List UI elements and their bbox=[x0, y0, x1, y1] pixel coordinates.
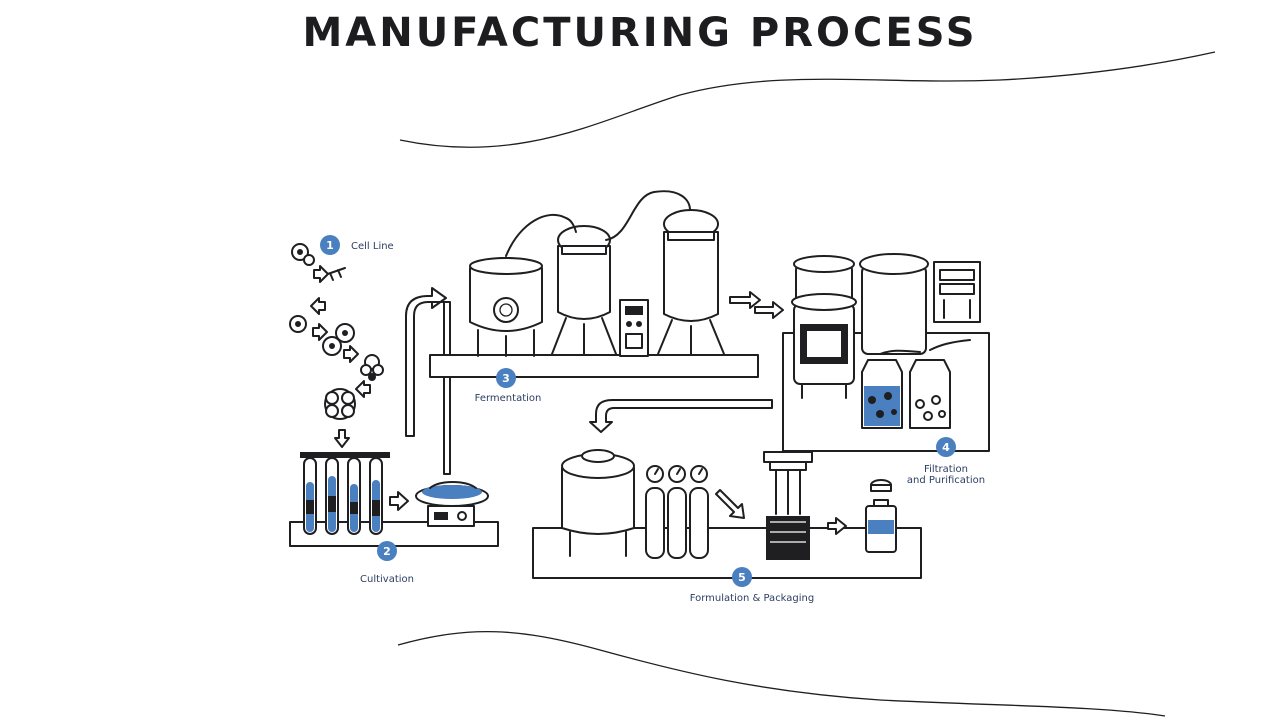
step-label-cultivation: Cultivation bbox=[360, 574, 414, 585]
step-number-2: 2 bbox=[383, 545, 391, 558]
step-marker-5: 5 bbox=[732, 567, 752, 587]
formulation-arrow-1 bbox=[715, 489, 745, 519]
page-title: MANUFACTURING PROCESS bbox=[302, 10, 978, 56]
step-label-fermentation: Fermentation bbox=[475, 393, 542, 404]
step-number-4: 4 bbox=[942, 441, 950, 454]
filtration-tank-icon bbox=[791, 253, 929, 399]
vial-icon bbox=[865, 479, 897, 553]
gas-cylinder-icon bbox=[645, 487, 709, 559]
shaker-plate-icon bbox=[415, 481, 489, 527]
step-marker-1: 1 bbox=[320, 235, 340, 255]
fermentation-to-filtration-arrow bbox=[729, 291, 761, 309]
fermentation-bench bbox=[429, 354, 759, 378]
step-label-cell-line: Cell Line bbox=[351, 241, 394, 252]
mixing-tank-icon bbox=[561, 449, 635, 557]
filtration-to-formulation-arrow bbox=[589, 399, 773, 433]
pressure-gauge-icon bbox=[646, 465, 708, 483]
purification-bottle-icon bbox=[861, 339, 971, 429]
control-unit-icon bbox=[619, 299, 649, 357]
formulation-bench bbox=[532, 527, 922, 579]
step-number-3: 3 bbox=[502, 372, 510, 385]
step-number-1: 1 bbox=[326, 239, 334, 252]
monitor-unit bbox=[933, 261, 981, 323]
step-marker-4: 4 bbox=[936, 437, 956, 457]
test-tube-rack-icon bbox=[300, 452, 390, 535]
step-number-5: 5 bbox=[738, 571, 746, 584]
fermentation-to-filtration-arrow-2 bbox=[754, 301, 784, 319]
step-label-purification: and Purification bbox=[907, 475, 985, 486]
cell-line-arrows bbox=[310, 265, 371, 448]
cell-cluster-icon bbox=[289, 243, 384, 420]
filling-machine-icon bbox=[763, 451, 813, 560]
step-marker-2: 2 bbox=[377, 541, 397, 561]
bottom-wave-line bbox=[397, 630, 1166, 717]
top-wave-line bbox=[399, 51, 1216, 148]
cultivation-arrow bbox=[389, 491, 409, 511]
process-arrow-icon bbox=[405, 287, 451, 475]
formulation-arrow-2 bbox=[827, 517, 847, 535]
fermenter-tank-icon bbox=[469, 190, 725, 357]
step-label-filtration: Filtration bbox=[924, 464, 968, 475]
step-marker-3: 3 bbox=[496, 368, 516, 388]
step-label-formulation-packaging: Formulation & Packaging bbox=[690, 593, 815, 604]
